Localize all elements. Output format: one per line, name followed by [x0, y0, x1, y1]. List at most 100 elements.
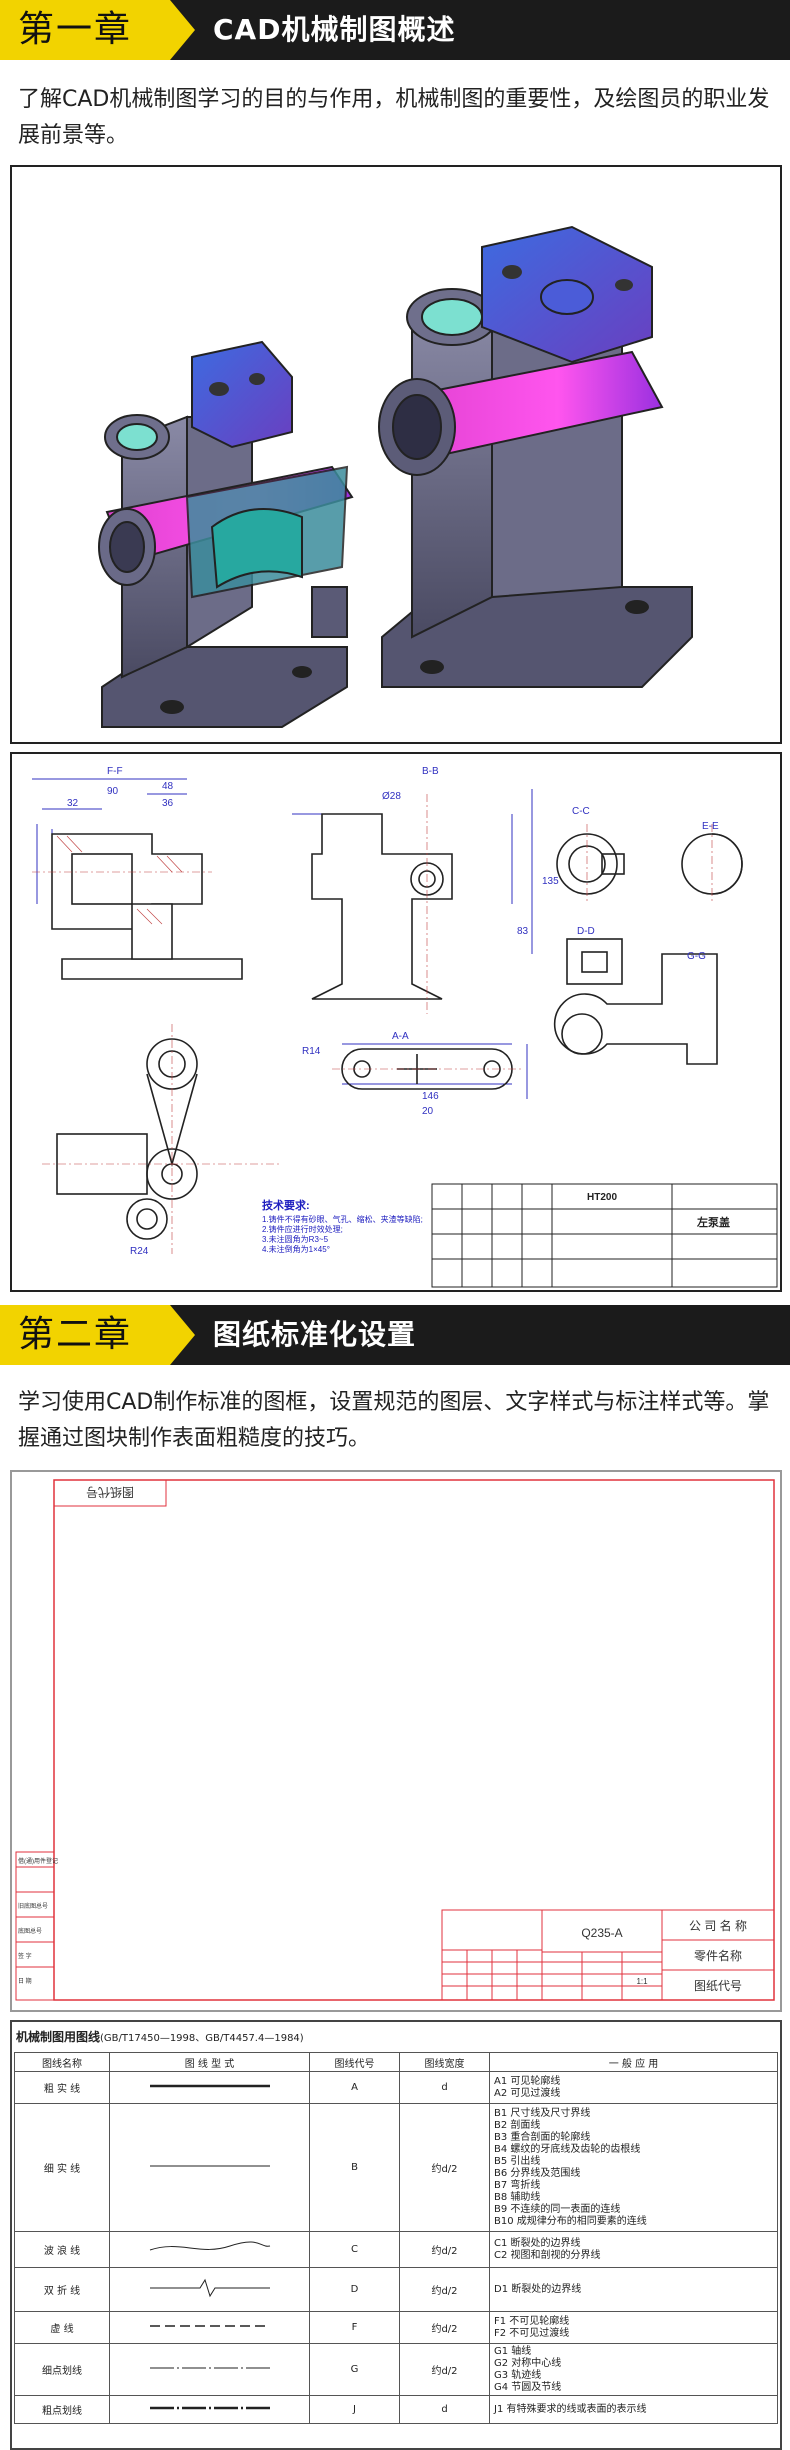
title-block-material: HT200: [587, 1192, 617, 1203]
label-cc: C-C: [572, 806, 590, 817]
dim-146: 20: [422, 1106, 434, 1117]
line-name: 虚 线: [14, 2311, 110, 2344]
app-line: G3 轨迹线: [494, 2369, 542, 2381]
left-housing-model: [98, 340, 354, 728]
line-sample: [109, 2103, 310, 2232]
chapter1-title: CAD机械制图概述: [213, 13, 456, 46]
line-sample: [109, 2343, 310, 2396]
side-label-5: 日 期: [18, 1977, 32, 1985]
app-line: B3 重合剖面的轮廓线: [494, 2131, 591, 2143]
chapter2-tag: 第二章: [0, 1305, 195, 1365]
title-block-name: 左泵盖: [696, 1215, 730, 1229]
label-ee: E-E: [702, 821, 719, 832]
line-sample-graphic: [149, 2278, 270, 2298]
line-name: 细点划线: [14, 2343, 110, 2396]
line-sample-graphic: [149, 2165, 270, 2167]
dim-110: 146: [422, 1091, 439, 1102]
line-sample-graphic: [149, 2406, 270, 2410]
app-line: F2 不可见过渡线: [494, 2327, 570, 2339]
dim-36: 36: [162, 798, 174, 809]
dim-90: 90: [107, 786, 119, 797]
line-sample: [109, 2311, 310, 2344]
line-name: 细 实 线: [14, 2103, 110, 2232]
line-sample: [109, 2071, 310, 2104]
dim-r14: R24: [130, 1246, 149, 1257]
app-line: B6 分界线及范围线: [494, 2167, 581, 2179]
label-gg: G-G: [687, 951, 706, 962]
line-name: 粗点划线: [14, 2395, 110, 2424]
side-label-2: 旧底图总号: [18, 1902, 48, 1910]
side-label-4: 签 字: [18, 1952, 32, 1960]
chapter2-description: 学习使用CAD制作标准的图框，设置规范的图层、文字样式与标注样式等。掌握通过图块…: [18, 1390, 770, 1451]
line-code: G: [309, 2343, 400, 2396]
right-housing-model: [378, 225, 693, 688]
tech-req-1: 1.铸件不得有砂眼、气孔、缩松、夹渣等缺陷;: [262, 1214, 423, 1224]
label-ff: F-F: [107, 766, 123, 777]
header-apps: 一 般 应 用: [489, 2052, 778, 2072]
line-table-panel: 机械制图用图线(GB/T17450—1998、GB/T4457.4—1984) …: [10, 2020, 782, 2450]
line-width: 约d/2: [399, 2231, 490, 2268]
dim-2-14: R14: [302, 1046, 321, 1057]
app-line: A2 可见过渡线: [494, 2087, 561, 2099]
app-line: B10 成规律分布的相同要素的连线: [494, 2215, 647, 2227]
tech-req-title: 技术要求:: [262, 1198, 310, 1212]
header-code: 图线代号: [309, 2052, 400, 2072]
chapter1-description: 了解CAD机械制图学习的目的与作用，机械制图的重要性，及绘图员的职业发展前景等。: [18, 87, 770, 148]
line-sample-graphic: [149, 2241, 270, 2251]
tech-req-4: 4.未注倒角为1×45°: [262, 1244, 330, 1254]
line-width: 约d/2: [399, 2343, 490, 2396]
app-line: C1 断裂处的边界线: [494, 2237, 581, 2249]
app-line: B1 尺寸线及尺寸界线: [494, 2107, 591, 2119]
line-table-title: 机械制图用图线(GB/T17450—1998、GB/T4457.4—1984): [16, 2028, 304, 2045]
line-name: 双 折 线: [14, 2267, 110, 2312]
line-applications: J1 有特殊要求的线或表面的表示线: [489, 2395, 778, 2424]
tech-req-3: 3.未注圆角为R3~5: [262, 1234, 329, 1244]
app-line: G1 轴线: [494, 2345, 532, 2357]
tech-req-2: 2.铸件应进行时效处理;: [262, 1224, 343, 1234]
frame-company: 公 司 名 称: [689, 1918, 747, 1933]
engineering-drawing: F-F B-B C-C E-E D-D G-G A-A 90 48 36 32 …: [32, 766, 778, 1288]
app-line: B2 剖面线: [494, 2119, 541, 2131]
app-line: B9 不连续的同一表面的连线: [494, 2203, 621, 2215]
line-sample: [109, 2395, 310, 2424]
dim-135: 135: [542, 876, 559, 887]
header-name: 图线名称: [14, 2052, 110, 2072]
line-name: 波 浪 线: [14, 2231, 110, 2268]
frame-drawing-code: 图纸代号: [694, 1979, 742, 1993]
line-sample-graphic: [149, 2084, 270, 2088]
app-line: F1 不可见轮廓线: [494, 2315, 570, 2327]
line-sample: [109, 2231, 310, 2268]
side-label-3: 底图总号: [18, 1927, 42, 1935]
line-sample-graphic: [149, 2367, 270, 2369]
line-code: D: [309, 2267, 400, 2312]
header-width: 图线宽度: [399, 2052, 490, 2072]
render-3d-image: [98, 225, 693, 728]
table-header-row: 图线名称 图 线 型 式 图线代号 图线宽度 一 般 应 用: [14, 2052, 778, 2072]
app-line: B5 引出线: [494, 2155, 541, 2167]
header-style: 图 线 型 式: [109, 2052, 310, 2072]
engineering-drawing-panel: F-F B-B C-C E-E D-D G-G A-A 90 48 36 32 …: [10, 752, 782, 1292]
app-line: B7 弯折线: [494, 2179, 541, 2191]
frame-code-box: 图纸代号: [86, 1485, 134, 1499]
chapter2-banner: 第二章 图纸标准化设置: [0, 1305, 790, 1365]
app-line: B4 螺纹的牙底线及齿轮的齿根线: [494, 2143, 641, 2155]
app-line: D1 断裂处的边界线: [494, 2283, 582, 2295]
line-table-title-text: 机械制图用图线: [16, 2030, 101, 2044]
standard-frame-panel: 图纸代号 借(通)用件登记 旧底图总号 底图总号 签 字 日 期 Q235-A …: [10, 1470, 782, 2012]
app-line: B8 辅助线: [494, 2191, 541, 2203]
chapter2-title: 图纸标准化设置: [213, 1318, 417, 1351]
line-width: 约d/2: [399, 2267, 490, 2312]
render-3d-panel: [10, 165, 782, 744]
label-aa: A-A: [392, 1031, 409, 1042]
line-code: B: [309, 2103, 400, 2232]
app-line: G2 对称中心线: [494, 2357, 562, 2369]
dim-48: 48: [162, 781, 174, 792]
line-code: J: [309, 2395, 400, 2424]
